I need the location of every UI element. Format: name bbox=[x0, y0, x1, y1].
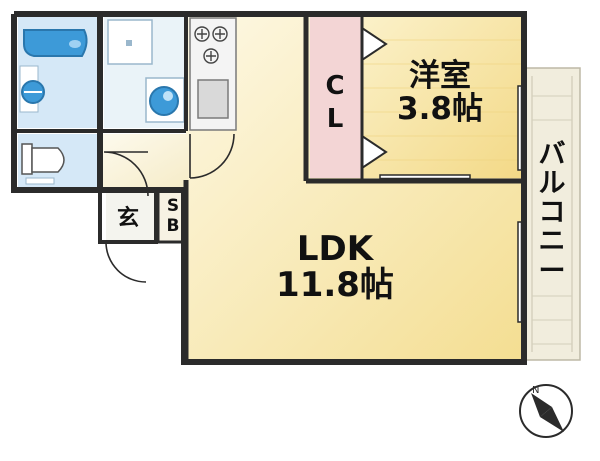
toilet-tank-icon bbox=[21, 143, 33, 175]
closet-label-line1: C bbox=[325, 71, 345, 101]
balcony-char: ル bbox=[538, 168, 566, 200]
closet-label-line2: L bbox=[326, 103, 344, 134]
yoshitsu-floor bbox=[362, 16, 522, 178]
genkan-label: 玄 bbox=[116, 206, 139, 231]
faucet-icon bbox=[69, 40, 81, 48]
yoshitsu-size: 3.8帖 bbox=[397, 90, 483, 127]
balcony bbox=[523, 67, 581, 361]
shoe-box-label-line1: S bbox=[166, 196, 180, 216]
ldk-name: LDK bbox=[296, 229, 374, 269]
yoshitsu-floor-stripes bbox=[362, 39, 522, 161]
ldk-size: 11.8帖 bbox=[276, 264, 394, 305]
yoshitsu-name: 洋室 bbox=[409, 58, 471, 94]
shoe-box-label: S B bbox=[160, 196, 186, 237]
closet-label: C L bbox=[317, 70, 353, 135]
washbasin-icon bbox=[149, 86, 179, 116]
toilet-paper-holder bbox=[25, 177, 55, 185]
hallway-floor bbox=[98, 134, 188, 188]
bathtub-icon bbox=[23, 29, 88, 57]
stove-icon bbox=[194, 26, 228, 64]
compass-icon bbox=[519, 384, 573, 438]
shoe-box bbox=[156, 188, 186, 244]
ldk-label: LDK 11.8帖 bbox=[255, 229, 415, 305]
walls bbox=[11, 11, 527, 365]
balcony-char: コ bbox=[538, 197, 566, 229]
shoe-box-label-line2: B bbox=[166, 216, 180, 237]
compass-north-label: N bbox=[532, 385, 539, 396]
toilet-bowl-icon bbox=[31, 147, 65, 173]
balcony-char: ー bbox=[538, 255, 566, 287]
closet-floor bbox=[310, 16, 362, 178]
yoshitsu-label: 洋室 3.8帖 bbox=[375, 60, 505, 125]
genkan-floor bbox=[106, 192, 156, 240]
sink-icon bbox=[197, 79, 229, 119]
balcony-label: バ ル コ ニ ー bbox=[532, 140, 572, 286]
balcony-char: ニ bbox=[538, 226, 566, 258]
balcony-char: バ bbox=[538, 139, 566, 170]
